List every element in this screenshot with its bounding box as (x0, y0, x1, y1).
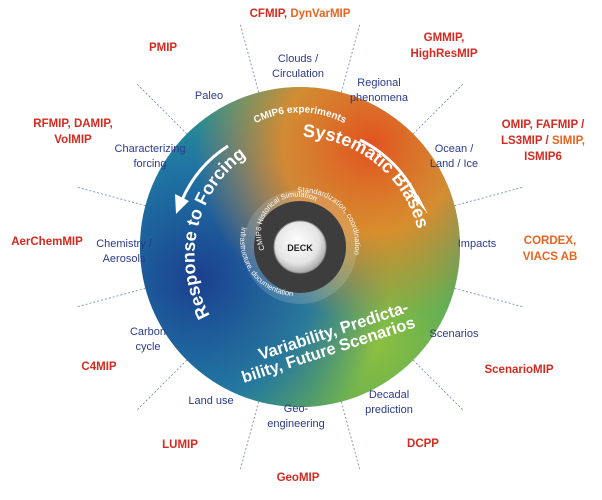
topic-landuse: Land use (188, 395, 233, 407)
sector-divider (341, 22, 361, 93)
sector-dividers (75, 22, 525, 472)
mip-lumip: LUMIP (162, 439, 198, 451)
topic-regional: Regional phenomena (350, 77, 409, 104)
sector-divider (75, 288, 146, 308)
mip-labels: CFMIP, DynVarMIP GMMIP, HighResMIP OMIP,… (11, 8, 585, 484)
topic-decadal-line: prediction (365, 404, 413, 416)
mip-cfmip: CFMIP, DynVarMIP (250, 8, 351, 20)
mip-volmip: VolMIP (54, 134, 92, 146)
topic-impacts-line: Impacts (458, 238, 497, 250)
topic-ocean-line: Ocean / (435, 143, 474, 155)
topic-scenarios: Scenarios (430, 328, 479, 340)
topic-paleo: Paleo (195, 90, 223, 102)
topic-forcing-line: forcing (133, 158, 166, 170)
mip-cordex: CORDEX, (524, 235, 576, 247)
mip-rfmip-line1: RFMIP, DAMIP, (33, 118, 112, 130)
systematic-arrowhead-icon (412, 195, 428, 214)
sector-divider (454, 288, 525, 308)
mip-geomip: GeoMIP (277, 472, 320, 484)
topic-clouds: Clouds / Circulation (272, 53, 324, 80)
topic-geoeng: Geo-engineering (267, 403, 325, 430)
forcing-arrowhead-icon (175, 194, 189, 214)
topic-decadal: Decadal prediction (365, 389, 413, 416)
sector-divider (239, 22, 259, 93)
topic-forcing-line: Characterizing (115, 143, 186, 155)
mip-viacs: VIACS AB (523, 251, 578, 263)
topic-chemistry: Chemistry / Aerosols (96, 238, 153, 265)
sector-divider (75, 186, 146, 206)
mip-omip-line2: LS3MIP / SIMIP, (501, 135, 585, 147)
sector-divider (341, 401, 361, 472)
topic-clouds-line: Clouds / (278, 53, 319, 65)
mip-ismip6: ISMIP6 (524, 151, 562, 163)
topic-clouds-line: Circulation (272, 68, 324, 80)
topic-landuse-line: Land use (188, 395, 233, 407)
sector-divider (412, 82, 465, 135)
topic-ocean-line: Land / Ice (430, 158, 478, 170)
mip-omip-line1: OMIP, FAFMIP / (502, 119, 585, 131)
mip-dcpp: DCPP (407, 438, 439, 450)
forcing-arrow (180, 144, 229, 201)
topic-paleo-line: Paleo (195, 90, 223, 102)
mip-aerchemmip: AerChemMIP (11, 236, 83, 248)
topic-carbon-line: cycle (135, 341, 160, 353)
mip-pmip: PMIP (149, 42, 177, 54)
topic-chemistry-line: Aerosols (103, 253, 146, 265)
sector-divider (412, 359, 465, 412)
topic-forcing: Characterizing forcing (115, 143, 186, 170)
mip-gmmip: GMMIP, (424, 32, 465, 44)
sector-divider (454, 186, 525, 206)
mip-c4mip: C4MIP (81, 361, 116, 373)
deck-label: DECK (287, 243, 313, 253)
topic-ocean: Ocean / Land / Ice (430, 143, 478, 170)
topic-carbon-line: Carbon (130, 326, 166, 338)
topic-carbon: Carbon cycle (130, 326, 166, 353)
topic-regional-line: phenomena (350, 92, 409, 104)
sector-divider (239, 401, 259, 472)
topic-scenarios-line: Scenarios (430, 328, 479, 340)
deck-circle (273, 220, 327, 274)
topic-decadal-line: Decadal (369, 389, 409, 401)
mip-scenariomip: ScenarioMIP (484, 364, 553, 376)
mip-highresmip: HighResMIP (410, 48, 477, 60)
topic-impacts: Impacts (458, 238, 497, 250)
sector-divider (135, 359, 188, 412)
topic-geoeng-line: engineering (267, 418, 325, 430)
topic-geoeng-line: Geo- (284, 403, 309, 415)
systematic-arrow (359, 138, 420, 201)
sector-divider (135, 82, 188, 135)
topic-regional-line: Regional (357, 77, 400, 89)
topic-chemistry-line: Chemistry / (96, 238, 153, 250)
